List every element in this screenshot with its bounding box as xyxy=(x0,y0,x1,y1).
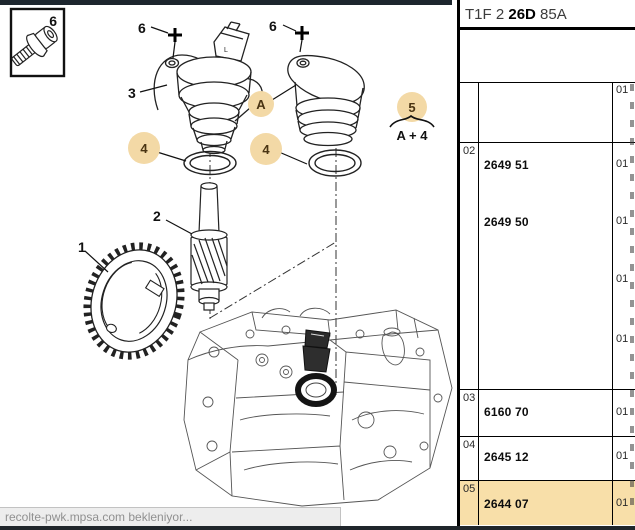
qty-cell: 01 xyxy=(616,497,629,509)
grid-line xyxy=(457,480,635,481)
callout-3[interactable]: 3 xyxy=(128,85,136,101)
svg-text:4: 4 xyxy=(140,141,148,156)
part-number-link[interactable]: 2645 12 xyxy=(484,450,529,464)
oring-left-drawing xyxy=(183,150,237,176)
callout-6-left[interactable]: 6 xyxy=(138,20,146,36)
grid-line xyxy=(457,142,635,143)
callout-A[interactable]: A xyxy=(248,91,274,117)
cap-drawing xyxy=(287,54,365,147)
leader-lines xyxy=(84,24,308,273)
qty-cell: 01 xyxy=(616,450,629,462)
qty-cell: 01 xyxy=(616,158,629,170)
svg-text:A: A xyxy=(256,97,266,112)
row-index: 02 xyxy=(463,145,476,157)
callout-2[interactable]: 2 xyxy=(153,208,161,224)
gear-drawing xyxy=(83,242,185,360)
qty-cell: 01 xyxy=(616,84,629,96)
gearbox-housing-drawing xyxy=(183,307,453,507)
clipped-text-column xyxy=(630,84,634,514)
callout-6-right[interactable]: 6 xyxy=(269,18,277,34)
grid-line xyxy=(457,82,635,83)
svg-text:4: 4 xyxy=(262,142,270,157)
grid-line xyxy=(457,389,635,390)
catalog-reference-title: T1F 2 26D 85A xyxy=(465,6,567,23)
callout-1[interactable]: 1 xyxy=(78,239,86,255)
qty-cell: 01 xyxy=(616,273,629,285)
exploded-view-drawing: 6 L xyxy=(9,7,453,507)
svg-text:5: 5 xyxy=(408,100,415,115)
selected-row-highlight xyxy=(460,481,635,525)
svg-text:L: L xyxy=(224,47,228,54)
oring-right-drawing xyxy=(308,149,362,177)
row-index: 05 xyxy=(463,483,476,495)
qty-cell: 01 xyxy=(616,215,629,227)
callout-4-right[interactable]: 4 xyxy=(250,133,282,165)
browser-status-bar: recolte-pwk.mpsa.com bekleniyor... xyxy=(0,507,341,526)
row-index: 03 xyxy=(463,392,476,404)
callout-4-left[interactable]: 4 xyxy=(128,132,160,164)
callout-5-kit[interactable]: 5 A + 4 xyxy=(389,92,435,143)
grid-line xyxy=(612,82,613,525)
title-code: 26D xyxy=(508,6,536,23)
panel-left-border xyxy=(457,0,460,530)
diagram-area: 6 L xyxy=(9,7,453,507)
qty-cell: 01 xyxy=(616,333,629,345)
grid-line xyxy=(478,82,479,525)
qty-cell: 01 xyxy=(616,406,629,418)
screw-inset-box: 6 xyxy=(9,7,66,78)
row-index: 04 xyxy=(463,439,476,451)
title-suffix: 85A xyxy=(535,6,567,23)
top-border-bar xyxy=(0,0,452,5)
pinion-drawing xyxy=(190,182,228,311)
callout-6-box: 6 xyxy=(49,13,57,29)
title-prefix: T1F 2 xyxy=(465,6,509,23)
title-underline xyxy=(457,27,635,30)
part-number-link[interactable]: 2649 50 xyxy=(484,215,529,229)
sensor-drawing: L xyxy=(153,21,263,155)
part-number-link[interactable]: 2649 51 xyxy=(484,158,529,172)
grid-line xyxy=(457,436,635,437)
kit-combo-label: A + 4 xyxy=(397,128,429,143)
screw-icon xyxy=(11,25,58,67)
installed-sensor-drawing xyxy=(295,329,337,407)
bottom-border-bar xyxy=(0,526,635,530)
part-number-link[interactable]: 6160 70 xyxy=(484,405,529,419)
kit-overbrace xyxy=(389,114,435,128)
part-number-link[interactable]: 2644 07 xyxy=(484,497,529,511)
screw-cross-marks xyxy=(168,26,309,42)
